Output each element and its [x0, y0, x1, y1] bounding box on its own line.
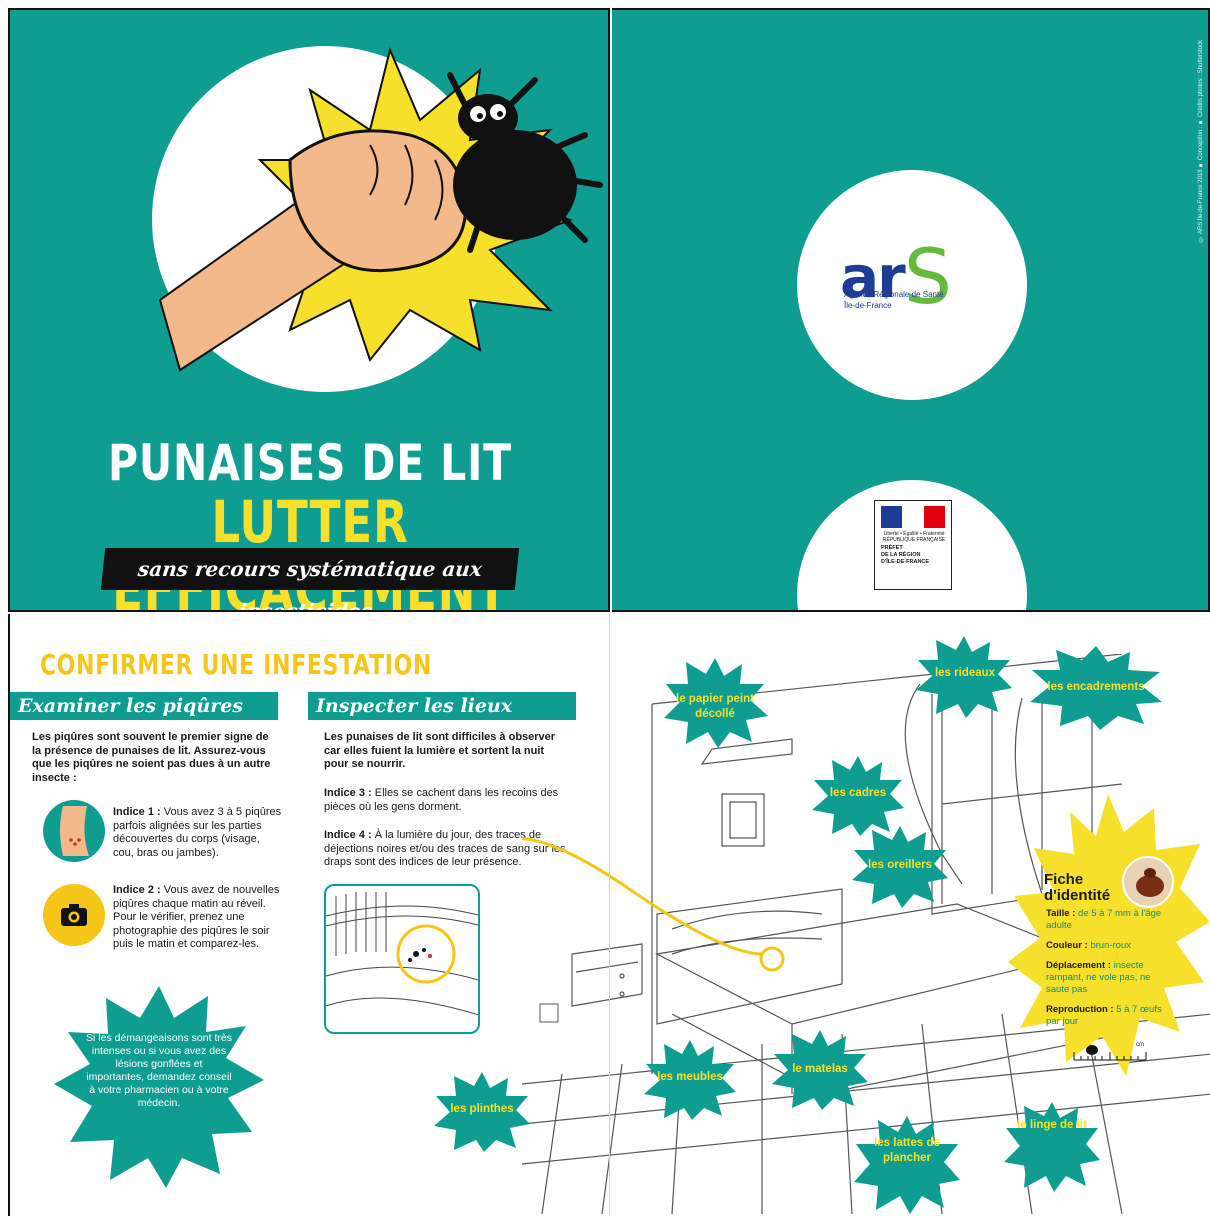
sheet-zoom-inset: [324, 884, 480, 1034]
tag-matelas: le matelas: [792, 1063, 848, 1075]
tag-burst-lattes: [854, 1116, 960, 1214]
bedbug-legs: [447, 72, 603, 253]
cover-title-line1: PUNAISES DE LIT: [108, 434, 512, 492]
ruler-unit: cm: [1136, 1042, 1144, 1048]
size-ruler: [1073, 1045, 1147, 1061]
fist-bedbug-illustration: [158, 46, 603, 372]
bedbug-photo: [1122, 856, 1174, 908]
indice2: Indice 2 : Vous avez de nouvelles piqûre…: [113, 884, 280, 950]
tag-burst-papier: [664, 658, 768, 748]
tag-plinthes: les plinthes: [450, 1103, 514, 1115]
tag-linge-de-lit: le linge de lit: [1017, 1119, 1087, 1131]
tag-burst-oreillers: [852, 826, 948, 908]
back-credit: © ARS Île-de-France 2018 ■ Conception : …: [1198, 40, 1204, 242]
ars-logo-letter: S: [903, 232, 952, 321]
tag-lattes-de-plancher: les lattes de plancher: [874, 1137, 940, 1164]
tag-oreillers: les oreillers: [868, 859, 932, 871]
main-heading: CONFIRMER UNE INFESTATION: [40, 648, 433, 681]
indice3: Indice 3 : Elles se cachent dans les rec…: [324, 787, 559, 813]
advice-burst: [54, 986, 264, 1188]
fist: [288, 129, 467, 273]
fiche-reproduction: Reproduction : 5 à 7 œufs par jour: [1046, 1004, 1162, 1027]
indice4: Indice 4 : À la lumière du jour, des tra…: [324, 829, 566, 868]
indice1: Indice 1 : Vous avez 3 à 5 piqûres parfo…: [113, 806, 282, 859]
ars-logo-line1: Agence Régionale de Santé: [844, 290, 944, 299]
tag-meubles: les meubles: [657, 1071, 723, 1083]
intro-lieux: Les punaises de lit sont difficiles à ob…: [324, 731, 556, 770]
tag-burst-meubles: [644, 1040, 736, 1120]
ars-logo-line2: Île-de-France: [844, 301, 892, 310]
section-title-piqures: Examiner les piqûres: [10, 692, 278, 720]
tag-burst-encadrements: [1030, 646, 1162, 730]
ars-logo-circle: [797, 170, 1027, 400]
marianne-title: PRÉFET DE LA RÉGION D'ÎLE-DE-FRANCE: [881, 545, 930, 565]
tag-burst-matelas: [772, 1030, 868, 1110]
section-title-lieux: Inspecter les lieux: [308, 692, 576, 720]
bedbug-head: [458, 94, 518, 142]
tag-encadrements: les encadrements: [1047, 681, 1145, 693]
cover-panel: PUNAISES DE LIT LUTTER EFFICACEMENT sans…: [8, 8, 610, 612]
cover-subtitle: sans recours systématique aux insecticid…: [100, 548, 520, 610]
intro-piqures: Les piqûres sont souvent le premier sign…: [32, 731, 271, 784]
tag-cadres: les cadres: [829, 787, 887, 799]
tag-burst-plinthes: [434, 1072, 530, 1152]
fiche-taille: Taille : de 5 à 7 mm à l'âge adulte: [1046, 908, 1162, 931]
tag-burst-cadres: [812, 756, 904, 836]
back-panel: arS Agence Régionale de Santé Île-de-Fra…: [612, 8, 1210, 612]
ars-logo-word: ar: [840, 243, 906, 311]
ars-logo: arS Agence Régionale de Santé Île-de-Fra…: [840, 226, 990, 336]
fold-line: [609, 614, 610, 1216]
tag-rideaux: les rideaux: [934, 667, 996, 679]
tag-burst-linge: [1004, 1102, 1100, 1192]
french-flag-icon: [881, 506, 945, 528]
tag-burst-rideaux: [916, 636, 1012, 718]
fiche-deplacement: Déplacement : insecte rampant, ne vole p…: [1046, 960, 1151, 995]
fiche-couleur: Couleur : brun-roux: [1046, 940, 1132, 951]
skin-bite-icon: [43, 800, 105, 862]
bedbug-body: [453, 130, 577, 240]
advice-text: Si les démangeaisons sont très intenses …: [86, 1032, 232, 1109]
camera-icon: [43, 884, 105, 946]
tag-papier-peint: le papier peint décollé: [676, 693, 754, 720]
